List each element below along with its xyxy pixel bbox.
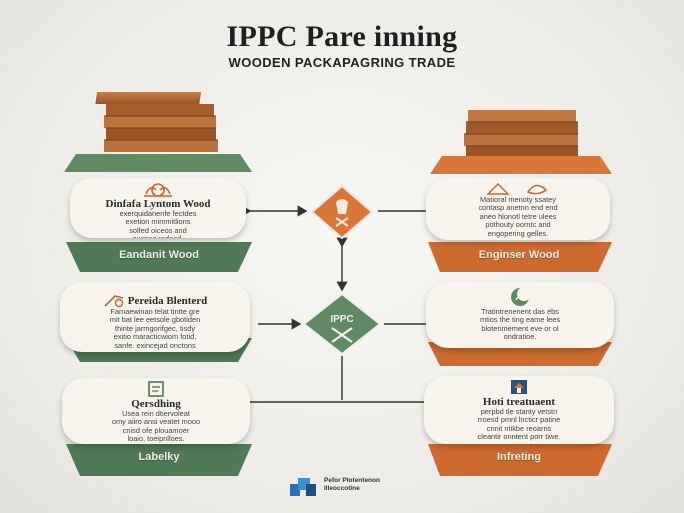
ippc-mark-diamond-icon: IPPC [302,292,382,356]
card-heat-treatment: Hoti treatuaent perpbd tle stanty vetstn… [424,376,614,444]
card-treatment-notes: Tratintrenenent das ebs mtios the ting e… [426,282,614,348]
card-title: Hoti treatuaent [482,396,556,408]
footer-line-1: Pefor Plotentenon [324,477,380,484]
card-body: perpbd tle stanty vetstn rroesd pmnl lnc… [477,407,561,442]
platform-label-right-3: Infreting [497,451,541,463]
card-body: Tratintrenenent das ebs mtios the ting e… [479,307,561,342]
wood-stack-left-icon [95,92,218,152]
platform-label-left-3: Labelky [138,451,180,463]
leaf-seal-icon [144,183,172,197]
page-title: IPPC Pare inning [226,20,458,53]
platform-label-left-1: Eandanit Wood [119,249,199,261]
card-dimension-lumber: Dinfafa Lyntom Wood exerquidanenfe fectd… [70,178,246,238]
card-pereida: Pereida Blenterd Famaewinan telat tintte… [60,282,250,352]
right-platforms [428,156,612,476]
moon-leaf-icon [511,287,531,306]
footer-text: Pefor Plotentenon Illeoccotine [324,477,380,493]
heat-house-icon [511,380,527,394]
card-title: Qersdhing [131,398,181,410]
card-body: Usea rein dtiervoleat omy aiiro ansi vea… [111,409,201,444]
organization-logo-icon [290,478,316,496]
card-title: Pereida Blenterd [127,295,208,307]
saw-log-icon [104,295,123,308]
card-body: exerquidanenfe fectdes exetion mimmitlio… [119,209,197,238]
page-subtitle: WOODEN PACKAPAGRING TRADE [228,55,456,70]
card-engineered-wood: Matioral menoty ssatey contasp anetnn en… [426,178,610,240]
footer-line-2: Illeoccotine [324,485,360,492]
card-title: Dinfafa Lyntom Wood [105,198,211,210]
ippc-mark-text: IPPC [330,314,353,325]
certificate-icon [148,381,164,397]
card-body: Matioral menoty ssatey contasp anetnn en… [478,195,558,238]
treatment-diamond-icon [310,184,374,240]
wood-chips-icon [486,182,548,195]
card-body: Famaewinan telat tintte gre mit bat lee … [109,307,201,350]
platform-label-right-1: Enginser Wood [478,249,560,261]
wood-stack-right-icon [464,110,578,158]
card-qersdhing: Qersdhing Usea rein dtiervoleat omy aiir… [62,378,250,444]
